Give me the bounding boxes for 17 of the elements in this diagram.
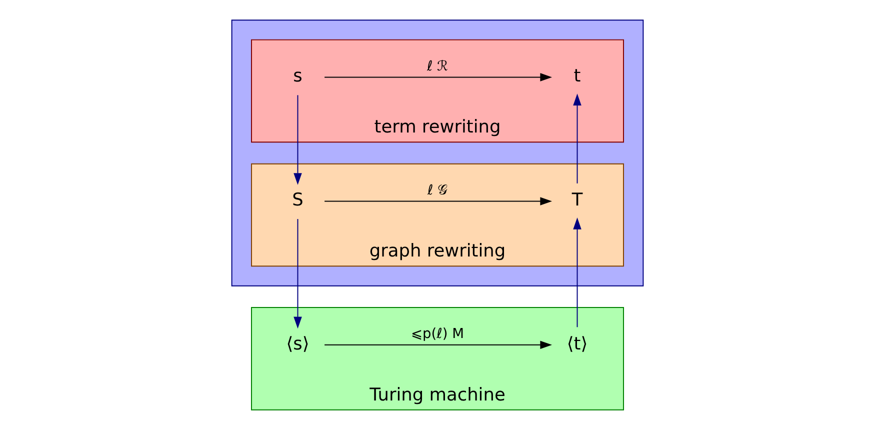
arrow [324,73,552,82]
arrow [573,94,582,184]
node-text: t [574,66,581,87]
arrow [573,218,582,328]
edge-label: ⩽p(ℓ) M [411,326,464,342]
arrow [324,197,552,206]
node-text: T [572,190,583,211]
arrow [294,218,302,329]
edge-label: ℓ ℛ [426,58,448,75]
node-text: s [293,66,302,87]
node-text: ⟨s⟩ [286,334,310,354]
edge-label: ℓ 𝒢 [427,182,448,199]
node-text: S [292,190,304,211]
arrow [324,340,552,350]
cluster [231,20,644,286]
node-text: ⟨t⟩ [566,334,588,354]
arrow [294,94,302,185]
